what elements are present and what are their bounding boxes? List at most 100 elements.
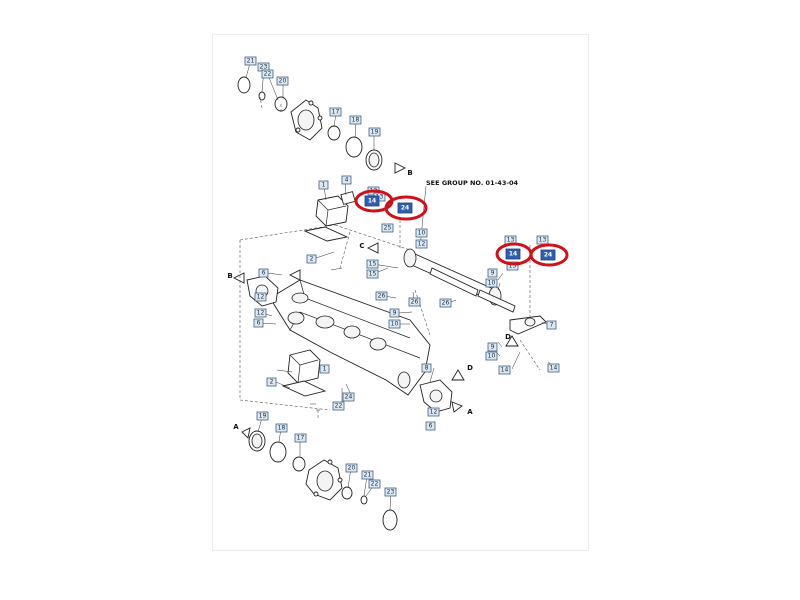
callout-number: 13 [539, 237, 547, 244]
callout-number: 26 [411, 299, 419, 306]
callout-21: 21 [244, 56, 257, 66]
callout-9: 9 [487, 268, 498, 278]
callout-7: 7 [546, 320, 557, 330]
callout-24: 24 [540, 249, 556, 261]
callout-number: 22 [335, 403, 343, 410]
callout-number: 6 [429, 423, 433, 430]
callout-number: 10 [391, 321, 399, 328]
callout-10: 10 [388, 319, 401, 329]
callout-number: 14 [509, 251, 517, 258]
callout-number: 22 [371, 481, 379, 488]
callout-10: 10 [485, 278, 498, 288]
letter-d-right: D [505, 333, 511, 341]
callout-4: 4 [341, 175, 352, 185]
callout-number: 19 [259, 413, 267, 420]
callout-1: 1 [319, 364, 330, 374]
callout-23: 23 [384, 487, 397, 497]
callout-number: 24 [401, 205, 409, 212]
view-letters: B B C D D A A [227, 169, 511, 431]
callout-number: 2 [270, 379, 274, 386]
callout-12: 12 [254, 292, 267, 302]
callout-number: 13 [376, 194, 384, 201]
callout-26: 26 [408, 297, 421, 307]
callout-10: 10 [485, 351, 498, 361]
callout-13: 13 [506, 261, 519, 271]
highlight-ring-4 [529, 243, 569, 267]
callout-number: 9 [491, 344, 495, 351]
callout-6: 6 [253, 318, 264, 328]
callout-number: 1 [323, 366, 327, 373]
callout-number: 18 [278, 425, 286, 432]
callout-number: 21 [364, 472, 372, 479]
callout-number: 12 [257, 294, 265, 301]
callout-number: 20 [348, 465, 356, 472]
callout-12: 12 [254, 308, 267, 318]
callout-number: 17 [297, 435, 305, 442]
callout-number: 13 [507, 237, 515, 244]
callout-9: 9 [487, 342, 498, 352]
callout-number: 4 [345, 177, 349, 184]
callout-14: 14 [547, 363, 560, 373]
callout-14: 14 [364, 195, 380, 207]
callout-24: 24 [342, 392, 355, 402]
callout-22: 22 [261, 69, 274, 79]
callout-1: 1 [318, 180, 329, 190]
callout-number: 10 [488, 280, 496, 287]
callout-number: 6 [257, 320, 261, 327]
callout-tags: 21 23 22 20 17 18 19 1 4 13 13 14 24 25 … [244, 56, 560, 497]
callout-number: 14 [368, 198, 376, 205]
callout-number: 13 [509, 263, 517, 270]
callout-number: 10 [488, 353, 496, 360]
callout-18: 18 [349, 115, 362, 125]
callout-number: 17 [332, 109, 340, 116]
upper-hub-cap [237, 76, 251, 94]
callout-number: 23 [260, 64, 268, 71]
callout-22: 22 [332, 401, 345, 411]
callout-6: 6 [258, 268, 269, 278]
callout-8: 8 [421, 363, 432, 373]
callout-number: 14 [501, 367, 509, 374]
callout-number: 20 [279, 78, 287, 85]
callout-number: 18 [352, 117, 360, 124]
callout-13: 13 [536, 235, 549, 245]
callout-number: 2 [310, 256, 314, 263]
see-group-note: SEE GROUP NO. 01-43-04 [426, 179, 519, 187]
callout-9: 9 [389, 308, 400, 318]
callout-24: 24 [397, 202, 413, 214]
callout-number: 22 [264, 71, 272, 78]
callout-number: 14 [550, 365, 558, 372]
callout-number: 19 [371, 129, 379, 136]
letter-c: C [359, 242, 364, 250]
callout-number: 23 [387, 489, 395, 496]
callout-25: 25 [381, 223, 394, 233]
callout-19: 19 [256, 411, 269, 421]
callout-17: 17 [294, 433, 307, 443]
callout-number: 10 [418, 230, 426, 237]
highlight-ring-2 [384, 195, 428, 221]
callout-number: 9 [393, 310, 397, 317]
callout-number: 9 [491, 270, 495, 277]
letter-b-left: B [227, 272, 232, 280]
callout-22: 22 [368, 479, 381, 489]
callout-number: 7 [550, 322, 554, 329]
callout-number: 21 [247, 58, 255, 65]
callout-2: 2 [266, 377, 277, 387]
letter-a-right: A [467, 408, 473, 416]
line-art [232, 62, 557, 531]
callout-15: 15 [366, 259, 379, 269]
callout-19: 19 [368, 127, 381, 137]
callout-6: 6 [425, 421, 436, 431]
callout-number: 12 [418, 241, 426, 248]
callout-20: 20 [276, 76, 289, 86]
callout-26: 26 [439, 298, 452, 308]
letter-d-lower: D [467, 364, 473, 372]
callout-number: 1 [322, 182, 326, 189]
callout-26: 26 [375, 291, 388, 301]
callout-12: 12 [415, 239, 428, 249]
callout-14: 14 [498, 365, 511, 375]
callout-number: 12 [257, 310, 265, 317]
callout-20: 20 [345, 463, 358, 473]
callout-2: 2 [306, 254, 317, 264]
highlight-rings [354, 189, 569, 267]
